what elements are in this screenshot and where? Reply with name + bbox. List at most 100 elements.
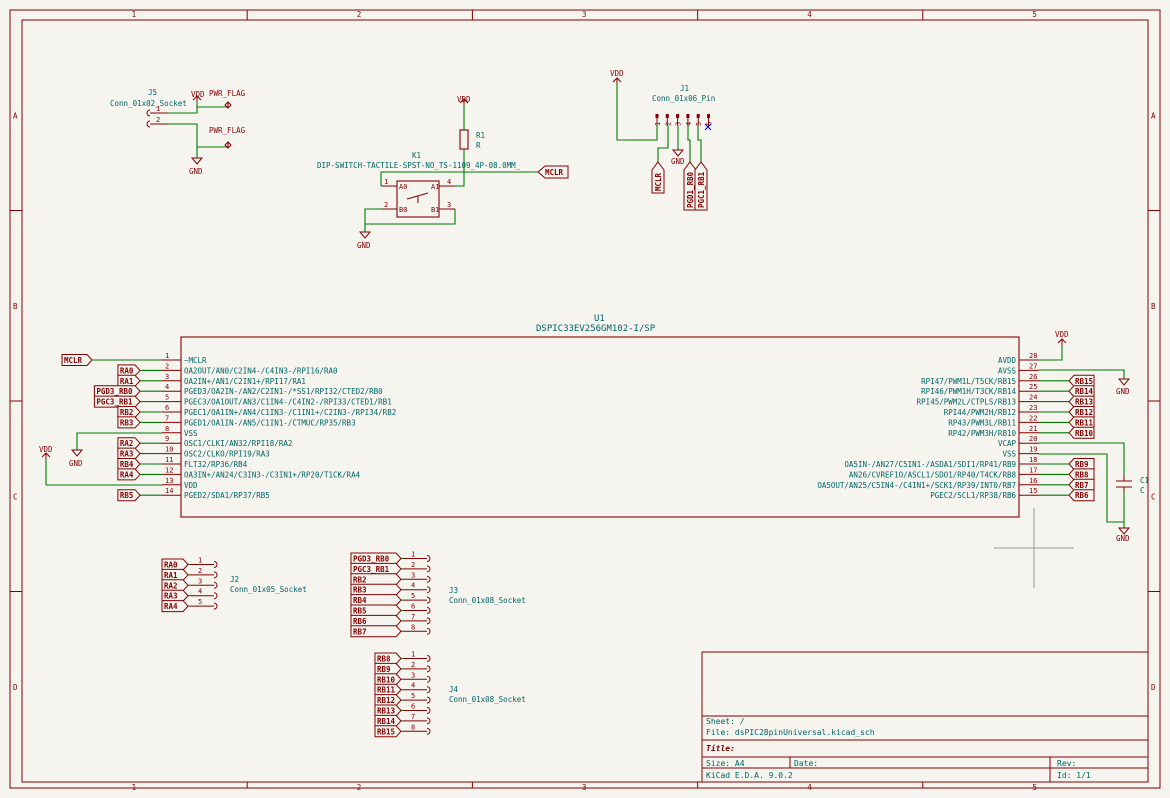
- vdd-label-u1-right: VDD: [1055, 330, 1069, 339]
- c1-symbol: [1116, 476, 1132, 491]
- u1-left-label: RA3: [120, 450, 134, 459]
- u1-left-label-shape: [93, 385, 141, 398]
- u1-vdd-wire: [45, 459, 162, 486]
- u1-right-pin-name: RP43/PWM3L/RB11: [948, 418, 1016, 427]
- vdd-symbol-r1: [459, 98, 469, 105]
- c1-ref: C1: [1140, 476, 1149, 485]
- gnd-symbol-u1-right-2: [1117, 527, 1131, 535]
- u1-right-label: RB9: [1075, 460, 1089, 469]
- j4-ref: J4: [449, 685, 459, 694]
- u1-left-pin-num: 14: [165, 487, 173, 495]
- u1-left-label-shape: [93, 395, 141, 408]
- j3-label: RB3: [353, 586, 367, 595]
- border-col-label: 2: [357, 783, 362, 792]
- u1-left-pin-name: PGED3/OA2IN-/AN2/C2IN1-/*SS1/RPI32/CTED2…: [184, 387, 383, 396]
- u1-right-pin-num: 25: [1029, 383, 1037, 391]
- vdd-label-r1: VDD: [457, 95, 471, 104]
- u1-left-label: RA0: [120, 366, 134, 375]
- u1-ref: U1: [594, 314, 605, 324]
- u1-left-label: RB5: [120, 491, 134, 500]
- j4-pin-num: 8: [411, 723, 415, 731]
- tb-sheet: Sheet: /: [706, 717, 745, 726]
- u1-right-pin-name: VSS: [1002, 450, 1016, 459]
- u1-right-pin-num: 15: [1029, 487, 1037, 495]
- vdd-symbol-u1-left: [41, 452, 51, 459]
- u1-avdd-wire: [1039, 345, 1063, 361]
- j3-socket: [426, 586, 431, 594]
- j4-pin-num: 4: [411, 682, 415, 690]
- j4-pin-num: 2: [411, 661, 415, 669]
- u1-right-pin-num: 16: [1029, 477, 1037, 485]
- j2-pin-num: 1: [198, 557, 202, 565]
- u1-left-pin-name: ~MCLR: [184, 356, 207, 365]
- u1-right-pin-name: PGEC2/SCL1/RP38/RB6: [930, 491, 1016, 500]
- u1-left-pin-name: PGEC1/OA1IN+/AN4/C1IN3-/C1IN1+/C2IN3-/RP…: [184, 408, 396, 417]
- k1-pin1-num: 1: [384, 178, 388, 186]
- j4-label: RB11: [377, 686, 396, 695]
- u1-vcap-wire: [1039, 442, 1125, 476]
- j1-mclr-label-shape: [651, 161, 665, 194]
- u1-left-pin-num: 6: [165, 404, 169, 412]
- u1-right-label: RB7: [1075, 481, 1089, 490]
- tb-file: File: dsPIC28pinUniversal.kicad_sch: [706, 728, 875, 737]
- j5-ref: J5: [148, 88, 157, 97]
- j4-socket: [426, 655, 431, 662]
- j4-socket: [426, 707, 431, 714]
- j2-label-shape: [161, 589, 189, 602]
- gnd-label-j1: GND: [671, 157, 685, 166]
- u1-left-label-shape: [117, 447, 141, 460]
- u1-left-pin-num: 13: [165, 477, 173, 485]
- j4-socket: [426, 727, 431, 735]
- u1-left-pin-name: PGEC3/OA1OUT/AN3/C1IN4-/C4IN2-/RPI33/CTE…: [184, 398, 392, 407]
- j1-pin-num: 5: [695, 122, 703, 126]
- u1-left-pin-name: OA2IN+/AN1/C2IN1+/RPI17/RA1: [184, 377, 306, 386]
- j4-label: RB8: [377, 655, 391, 664]
- k1-pin3-num: 3: [447, 201, 451, 209]
- j3-label: RB2: [353, 575, 367, 584]
- u1-right-label: RB15: [1075, 377, 1093, 386]
- u1-right-label-shape: [1068, 478, 1095, 491]
- j2-socket: [213, 561, 218, 568]
- u1-right-label: RB13: [1075, 398, 1094, 407]
- j3-pin-num: 3: [411, 571, 415, 579]
- j2-label: RA1: [164, 571, 178, 580]
- j1-pin-num: 4: [685, 122, 693, 126]
- vdd-label-j1: VDD: [610, 69, 624, 78]
- j4-label-shape: [374, 714, 402, 727]
- k1-pad-b1: B1: [431, 206, 439, 214]
- k1-body: [396, 180, 440, 218]
- u1-right-label-shape: [1068, 395, 1095, 408]
- j2-pin-num: 2: [198, 567, 202, 575]
- u1-left-pin-name: PGED1/OA1IN-/AN5/C1IN1-/CTMUC/RP35/RB3: [184, 418, 356, 427]
- gnd-label-u1-left: GND: [69, 459, 83, 468]
- vdd-symbol-j5: [192, 95, 202, 102]
- border-row-label: C: [13, 492, 18, 501]
- gnd-label-k1: GND: [357, 241, 371, 250]
- border-row-label: B: [1151, 302, 1156, 311]
- j3-socket: [426, 596, 431, 604]
- j1-pgc-label: PGC1_RB1: [697, 171, 706, 208]
- j2-ref: J2: [230, 575, 239, 584]
- j1-wire-mclr: [657, 126, 669, 162]
- j1-pgd-label: PGD1_RB0: [686, 171, 695, 208]
- tb-size: Size: A4: [706, 759, 745, 768]
- mclr-label-k1-shape: [537, 165, 569, 179]
- border-col-label: 2: [357, 10, 362, 19]
- u1-right-pin-num: 17: [1029, 466, 1037, 474]
- u1-left-label-shape: [117, 437, 141, 450]
- k1-value: DIP-SWITCH-TACTILE-SPST-NO_TS-1109_4P-08…: [317, 161, 521, 170]
- j4-socket: [426, 665, 431, 673]
- j5-pin1-num: 1: [156, 105, 160, 113]
- u1-body: [180, 336, 1020, 518]
- u1-left-pin-name: OA2OUT/AN0/C2IN4-/C4IN3-/RPI16/RA0: [184, 366, 338, 375]
- j3-label-shape: [350, 552, 402, 565]
- pwr-flag-1-symbol: [224, 100, 232, 109]
- j4-pin-num: 1: [411, 651, 415, 659]
- border-col-label: 1: [132, 10, 137, 19]
- j4-label-shape: [374, 683, 402, 696]
- j1-ref: J1: [680, 84, 689, 93]
- j3-label: RB7: [353, 627, 367, 636]
